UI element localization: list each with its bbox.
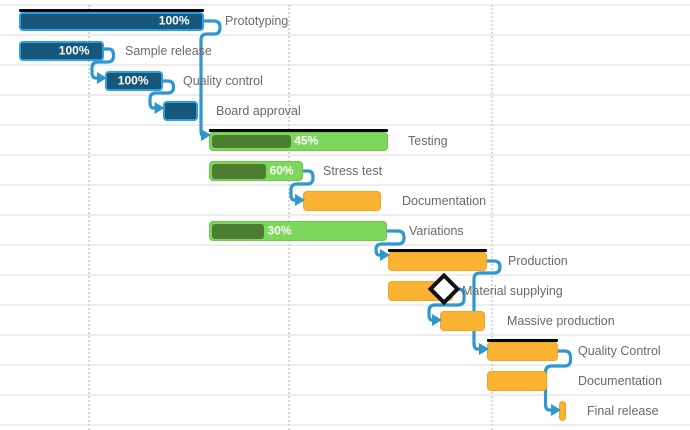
dependency-link[interactable] bbox=[90, 47, 116, 80]
row-separator-line bbox=[0, 364, 690, 366]
progress-label: 45% bbox=[294, 133, 319, 148]
task-bar[interactable] bbox=[487, 342, 558, 361]
progress-fill bbox=[211, 163, 267, 179]
row-separator-line bbox=[0, 334, 690, 336]
dependency-link[interactable] bbox=[289, 169, 315, 202]
progress-label: 60% bbox=[269, 163, 294, 178]
dependency-link[interactable] bbox=[427, 287, 466, 322]
row-separator-line bbox=[0, 394, 690, 396]
progress-label: 30% bbox=[267, 223, 292, 238]
task-bar[interactable] bbox=[440, 311, 485, 331]
row-separator-line bbox=[0, 34, 690, 36]
row-separator-line bbox=[0, 124, 690, 126]
progress-label: 100% bbox=[58, 43, 90, 58]
dependency-arrowhead-icon bbox=[97, 72, 107, 84]
row-separator-line bbox=[0, 424, 690, 426]
dependency-arrowhead-icon bbox=[479, 343, 489, 355]
dependency-link[interactable] bbox=[148, 79, 176, 110]
time-gridline bbox=[491, 5, 493, 430]
progress-fill bbox=[211, 134, 291, 148]
parent-task-marker bbox=[487, 338, 558, 342]
progress-label: 100% bbox=[158, 13, 190, 28]
time-gridline bbox=[288, 5, 290, 430]
milestone-diamond-icon[interactable] bbox=[427, 272, 461, 306]
row-separator-line bbox=[0, 244, 690, 246]
progress-label: 100% bbox=[117, 73, 149, 88]
task-bar[interactable]: 30% bbox=[209, 221, 387, 241]
dependency-arrowhead-icon bbox=[380, 249, 390, 261]
parent-task-marker bbox=[18, 8, 204, 12]
dependency-arrowhead-icon bbox=[295, 194, 305, 206]
task-bar[interactable] bbox=[303, 191, 381, 211]
row-separator-line bbox=[0, 154, 690, 156]
row-separator-line bbox=[0, 184, 690, 186]
task-bar[interactable]: 60% bbox=[209, 161, 303, 181]
parent-task-marker bbox=[388, 248, 487, 252]
row-separator-line bbox=[0, 4, 690, 6]
row-separator-line bbox=[0, 94, 690, 96]
task-bar[interactable] bbox=[559, 401, 566, 421]
task-bar[interactable]: 100% bbox=[18, 12, 204, 31]
dependency-arrowhead-icon bbox=[432, 314, 442, 326]
task-bar[interactable] bbox=[487, 371, 547, 391]
dependency-arrowhead-icon bbox=[154, 102, 165, 114]
dependency-link[interactable] bbox=[374, 229, 406, 257]
task-bar[interactable]: 45% bbox=[209, 132, 388, 151]
row-separator-line bbox=[0, 304, 690, 306]
task-bar[interactable]: 100% bbox=[18, 41, 104, 61]
dependency-arrowhead-icon bbox=[551, 404, 561, 416]
task-bar[interactable]: 100% bbox=[105, 71, 163, 91]
time-gridline bbox=[88, 5, 90, 430]
row-separator-line bbox=[0, 214, 690, 216]
task-bar[interactable] bbox=[388, 252, 487, 271]
dependency-link[interactable] bbox=[472, 259, 502, 351]
dependency-link[interactable] bbox=[543, 349, 573, 412]
dependency-arrowhead-icon bbox=[201, 129, 211, 141]
row-separator-line bbox=[0, 274, 690, 276]
task-bar[interactable] bbox=[162, 101, 198, 121]
progress-fill bbox=[211, 223, 264, 239]
parent-task-marker bbox=[209, 128, 388, 132]
row-separator-line bbox=[0, 64, 690, 66]
